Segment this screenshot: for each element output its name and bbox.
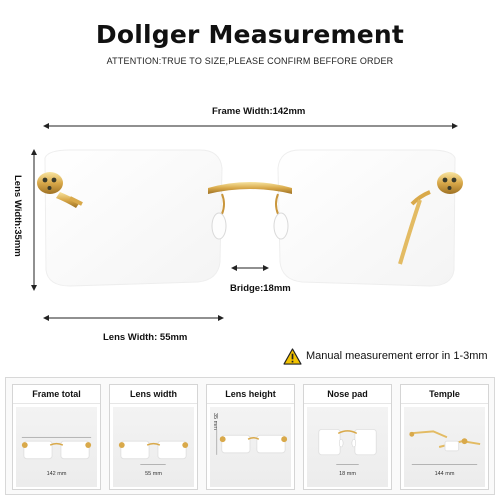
nose-pad-closeup-icon	[318, 428, 377, 465]
card-image: 142 mm	[16, 407, 97, 487]
card-lens-height: Lens height 35 mm	[206, 384, 295, 490]
card-image: 18 mm	[307, 407, 388, 487]
lens-width-label: Lens Width: 55mm	[103, 332, 188, 343]
glasses-front-icon	[21, 436, 92, 460]
card-value: 55 mm	[145, 471, 162, 477]
card-temple: Temple 144 mm	[400, 384, 489, 490]
card-nose-pad: Nose pad 18 mm	[303, 384, 392, 490]
left-panther-head	[37, 172, 63, 194]
card-value: 144 mm	[434, 471, 455, 477]
measurement-warning: Manual measurement error in 1-3mm	[283, 347, 488, 365]
card-title: Nose pad	[304, 385, 391, 404]
right-lens	[277, 149, 456, 287]
card-frame-total: Frame total 142 mm	[12, 384, 101, 490]
attention-subtitle: ATTENTION:TRUE TO SIZE,PLEASE CONFIRM BE…	[106, 56, 394, 66]
lens-height-label: Lens Width:35mm	[12, 175, 23, 257]
glasses-side-icon	[409, 430, 481, 465]
right-panther-head	[437, 172, 463, 194]
right-nose-pad	[273, 212, 289, 240]
page-title: Dollger Measurement	[95, 20, 405, 49]
card-value: 18 mm	[339, 471, 356, 477]
left-lens	[44, 149, 223, 287]
card-lens-width: Lens width 55 mm	[109, 384, 198, 490]
frame-width-label: Frame Width:142mm	[212, 106, 306, 117]
bridge-label: Bridge:18mm	[230, 283, 291, 294]
card-image: 144 mm	[404, 407, 485, 487]
card-value: 35 mm	[212, 413, 218, 430]
card-title: Lens width	[110, 385, 197, 404]
warning-triangle-icon	[283, 347, 302, 365]
left-nose-pad	[211, 212, 227, 240]
measurement-cards-panel: Frame total 142 mm Lens width	[5, 377, 495, 495]
warning-text: Manual measurement error in 1-3mm	[306, 350, 488, 362]
card-title: Temple	[401, 385, 488, 404]
card-image: 35 mm	[210, 407, 291, 487]
card-title: Frame total	[13, 385, 100, 404]
card-title: Lens height	[207, 385, 294, 404]
card-image: 55 mm	[113, 407, 194, 487]
card-value: 142 mm	[46, 471, 67, 477]
glasses-front-icon	[216, 429, 288, 455]
glasses-front-icon	[118, 440, 189, 465]
bridge	[208, 182, 292, 194]
